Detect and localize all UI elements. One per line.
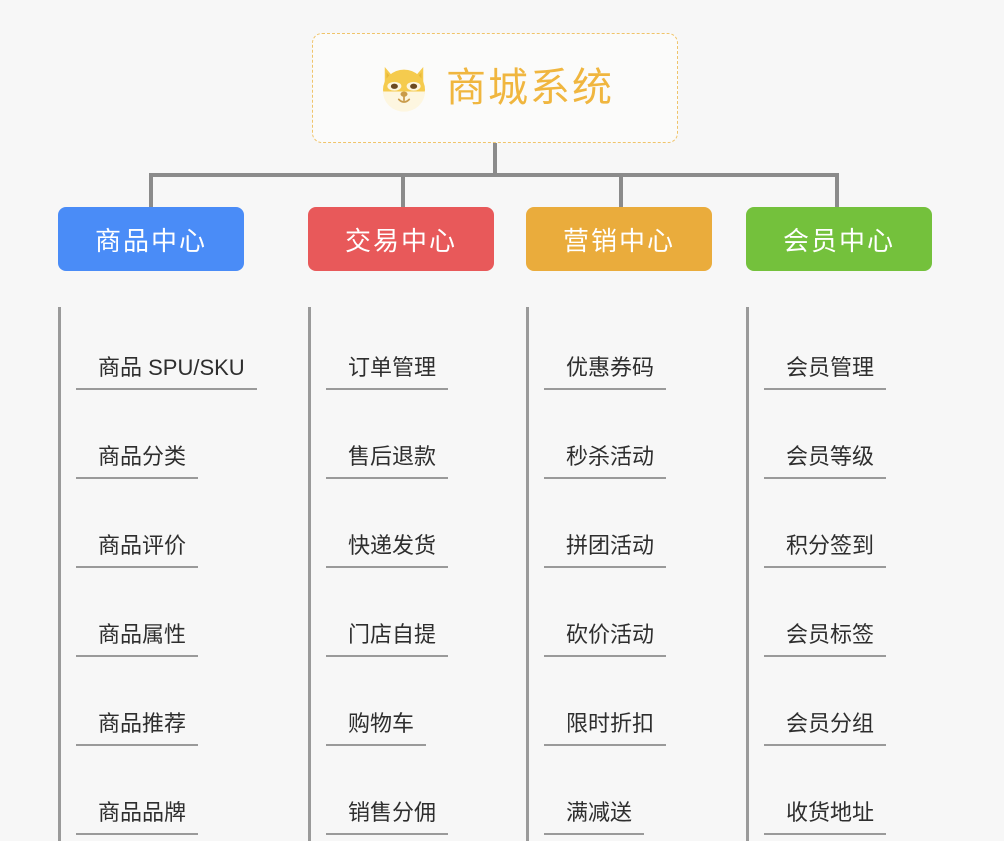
item-list-3: 会员管理 会员等级 积分签到 会员标签 会员分组 收货地址 <box>746 307 932 841</box>
item-list-1: 订单管理 售后退款 快递发货 门店自提 购物车 销售分佣 <box>308 307 494 841</box>
list-item[interactable]: 满减送 <box>544 752 712 841</box>
list-item[interactable]: 优惠券码 <box>544 307 712 396</box>
list-item[interactable]: 售后退款 <box>326 396 494 485</box>
item-label: 收货地址 <box>764 795 887 835</box>
list-item[interactable]: 会员分组 <box>764 663 932 752</box>
category-header-2[interactable]: 营销中心 <box>526 207 712 271</box>
shiba-dog-icon <box>376 60 432 116</box>
item-label: 售后退款 <box>326 439 449 479</box>
list-item[interactable]: 商品分类 <box>76 396 257 485</box>
category-label-2: 营销中心 <box>562 225 675 256</box>
item-list-2: 优惠券码 秒杀活动 拼团活动 砍价活动 限时折扣 满减送 <box>526 307 712 841</box>
connector-drop-col-1 <box>401 173 405 209</box>
category-header-3[interactable]: 会员中心 <box>746 207 932 271</box>
root-title: 商城系统 <box>446 66 614 110</box>
branch-column-2: 营销中心 优惠券码 秒杀活动 拼团活动 砍价活动 限时折扣 满减送 <box>526 207 712 841</box>
item-label: 商品分类 <box>76 439 199 479</box>
branch-column-1: 交易中心 订单管理 售后退款 快递发货 门店自提 购物车 销售分佣 <box>308 207 494 841</box>
item-label: 优惠券码 <box>544 350 667 390</box>
category-label-0: 商品中心 <box>94 225 207 256</box>
root-node[interactable]: 商城系统 <box>312 33 678 143</box>
item-label: 销售分佣 <box>326 795 449 835</box>
item-label: 会员分组 <box>764 706 887 746</box>
category-header-1[interactable]: 交易中心 <box>308 207 494 271</box>
item-label: 会员等级 <box>764 439 887 479</box>
list-item[interactable]: 收货地址 <box>764 752 932 841</box>
list-item[interactable]: 订单管理 <box>326 307 494 396</box>
item-label: 商品品牌 <box>76 795 199 835</box>
item-label: 商品 SPU/SKU <box>76 350 257 390</box>
list-item[interactable]: 销售分佣 <box>326 752 494 841</box>
item-label: 积分签到 <box>764 528 887 568</box>
connector-horizontal-bus <box>149 173 839 177</box>
list-item[interactable]: 商品评价 <box>76 485 257 574</box>
connector-drop-col-0 <box>149 173 153 209</box>
item-label: 拼团活动 <box>544 528 667 568</box>
item-label: 秒杀活动 <box>544 439 667 479</box>
list-item[interactable]: 积分签到 <box>764 485 932 574</box>
item-label: 商品推荐 <box>76 706 199 746</box>
list-item[interactable]: 拼团活动 <box>544 485 712 574</box>
list-item[interactable]: 购物车 <box>326 663 494 752</box>
branch-column-0: 商品中心 商品 SPU/SKU 商品分类 商品评价 商品属性 商品推荐 商品品牌 <box>58 207 257 841</box>
item-label: 满减送 <box>544 795 645 835</box>
list-item[interactable]: 快递发货 <box>326 485 494 574</box>
list-item[interactable]: 商品 SPU/SKU <box>76 307 257 396</box>
item-label: 会员标签 <box>764 617 887 657</box>
category-label-1: 交易中心 <box>344 225 457 256</box>
item-label: 门店自提 <box>326 617 449 657</box>
item-label: 会员管理 <box>764 350 887 390</box>
branch-column-3: 会员中心 会员管理 会员等级 积分签到 会员标签 会员分组 收货地址 <box>746 207 932 841</box>
category-header-0[interactable]: 商品中心 <box>58 207 244 271</box>
item-label: 限时折扣 <box>544 706 667 746</box>
list-item[interactable]: 砍价活动 <box>544 574 712 663</box>
connector-root-stem <box>493 143 497 175</box>
item-label: 砍价活动 <box>544 617 667 657</box>
connector-drop-col-3 <box>835 173 839 209</box>
list-item[interactable]: 商品属性 <box>76 574 257 663</box>
category-label-3: 会员中心 <box>782 225 895 256</box>
list-item[interactable]: 会员等级 <box>764 396 932 485</box>
list-item[interactable]: 商品品牌 <box>76 752 257 841</box>
item-label: 快递发货 <box>326 528 449 568</box>
item-label: 订单管理 <box>326 350 449 390</box>
item-label: 商品属性 <box>76 617 199 657</box>
item-list-0: 商品 SPU/SKU 商品分类 商品评价 商品属性 商品推荐 商品品牌 <box>58 307 257 841</box>
list-item[interactable]: 秒杀活动 <box>544 396 712 485</box>
list-item[interactable]: 商品推荐 <box>76 663 257 752</box>
list-item[interactable]: 门店自提 <box>326 574 494 663</box>
connector-drop-col-2 <box>619 173 623 209</box>
item-label: 商品评价 <box>76 528 199 568</box>
list-item[interactable]: 会员标签 <box>764 574 932 663</box>
item-label: 购物车 <box>326 706 427 746</box>
list-item[interactable]: 会员管理 <box>764 307 932 396</box>
list-item[interactable]: 限时折扣 <box>544 663 712 752</box>
